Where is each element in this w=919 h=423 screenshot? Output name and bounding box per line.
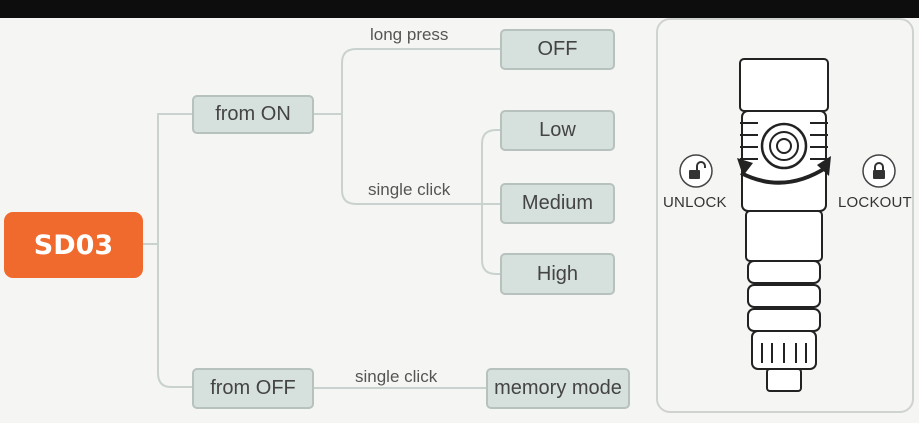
unlock-icon (678, 153, 714, 194)
node-from-on-label: from ON (215, 103, 291, 125)
node-off: OFF (500, 29, 615, 70)
node-high: High (500, 253, 615, 295)
node-off-label: OFF (537, 38, 578, 60)
node-memory-mode-label: memory mode (494, 377, 622, 399)
node-from-off-label: from OFF (210, 377, 296, 399)
node-from-off: from OFF (192, 368, 314, 409)
root-node: SD03 (4, 212, 143, 278)
lock-icon (861, 153, 897, 194)
label-single-click-off: single click (355, 367, 438, 386)
label-single-click-on: single click (368, 180, 451, 199)
node-high-label: High (536, 262, 579, 285)
top-bar (0, 0, 919, 18)
label-long-press: long press (370, 25, 449, 44)
lockout-label: LOCKOUT (838, 194, 912, 211)
node-from-on: from ON (192, 95, 314, 134)
node-low: Low (500, 110, 615, 151)
node-medium-label: Medium (521, 192, 594, 214)
node-low-label: Low (539, 119, 576, 141)
unlock-label: UNLOCK (663, 194, 727, 211)
root-label: SD03 (33, 229, 114, 261)
flashlight-illustration (737, 58, 831, 392)
node-medium: Medium (500, 183, 615, 224)
node-memory-mode: memory mode (486, 368, 630, 409)
